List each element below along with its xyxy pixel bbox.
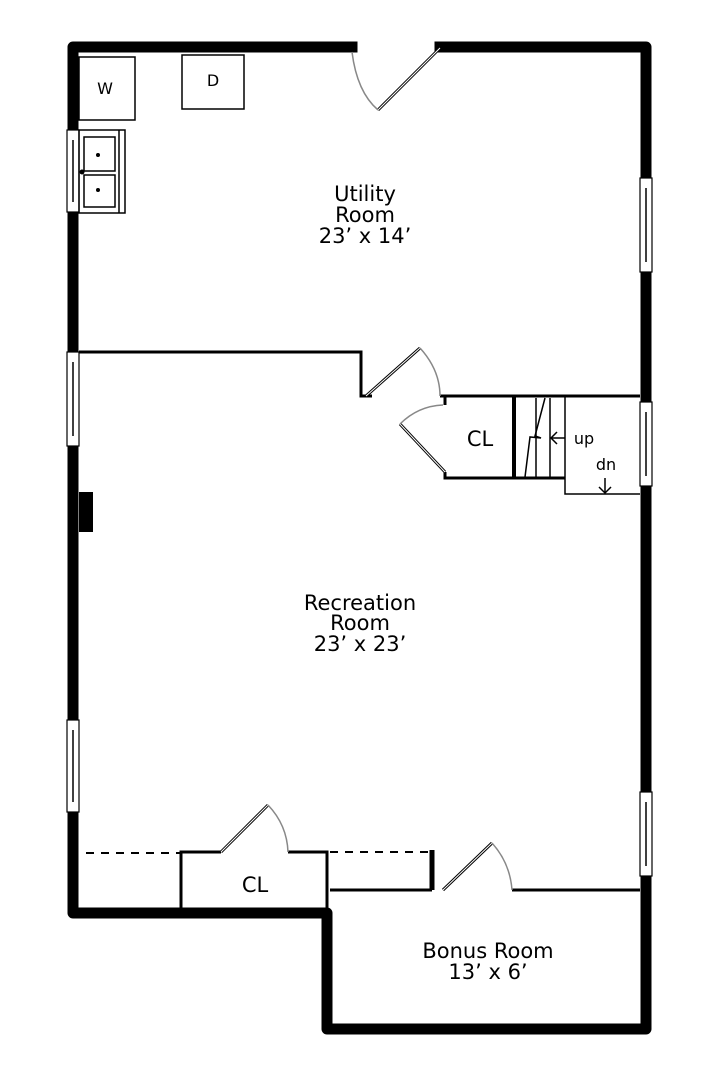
- door-bonus-room[interactable]: [441, 841, 513, 892]
- arrow-down-icon: [598, 478, 612, 495]
- chimney: [79, 492, 93, 532]
- stairs-down-label: dn: [596, 455, 616, 474]
- washer-label: W: [97, 79, 113, 98]
- interior-walls: [79, 350, 640, 908]
- door-utility-entry[interactable]: [351, 46, 442, 112]
- svg-text:13’ x 6’: 13’ x 6’: [448, 960, 527, 984]
- arrow-up-icon: [549, 431, 565, 445]
- svg-text:Bonus Room: Bonus Room: [422, 939, 553, 963]
- laundry-sink: [78, 129, 126, 214]
- svg-text:Recreation: Recreation: [304, 591, 416, 615]
- stairs: up dn: [524, 397, 616, 495]
- svg-text:23’ x 14’: 23’ x 14’: [319, 224, 412, 248]
- window-left-2: [66, 351, 80, 447]
- door-utility-rec[interactable]: [365, 346, 441, 398]
- stairs-up-label: up: [574, 429, 594, 448]
- washer: W: [78, 56, 136, 121]
- utility-room-label: Utility Room 23’ x 14’: [319, 182, 412, 248]
- dryer: D: [181, 54, 245, 110]
- window-right-2: [639, 401, 653, 487]
- window-right-3: [639, 791, 653, 877]
- window-left-1: [66, 129, 80, 213]
- svg-text:Room: Room: [330, 611, 390, 635]
- svg-text:Utility: Utility: [334, 182, 396, 206]
- windows: [66, 129, 653, 877]
- dryer-label: D: [207, 71, 219, 90]
- closet-upper-label: CL: [467, 427, 494, 451]
- door-closet-lower[interactable]: [219, 803, 289, 854]
- window-right-1: [639, 177, 653, 273]
- svg-text:Room: Room: [335, 203, 395, 227]
- svg-text:23’ x 23’: 23’ x 23’: [314, 632, 407, 656]
- bonus-room-label: Bonus Room 13’ x 6’: [422, 939, 553, 984]
- window-left-3: [66, 719, 80, 813]
- door-closet-upper[interactable]: [398, 404, 447, 474]
- recreation-room-label: Recreation Room 23’ x 23’: [304, 591, 416, 656]
- closet-lower-label: CL: [242, 873, 269, 897]
